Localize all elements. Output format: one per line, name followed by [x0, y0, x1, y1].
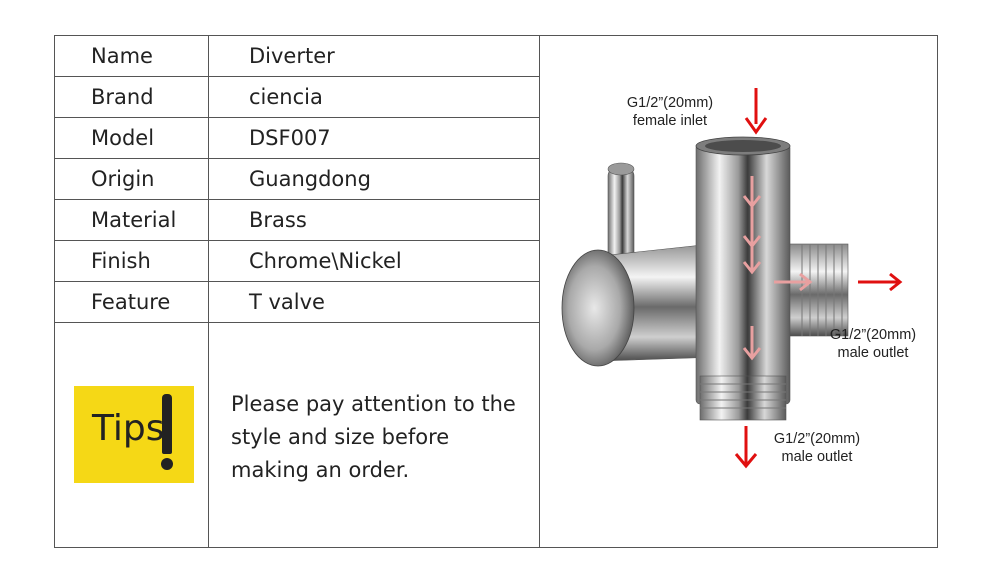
spec-key: Model — [91, 126, 155, 150]
spec-value: Brass — [249, 208, 307, 232]
row-divider — [55, 199, 539, 200]
column-divider-left — [208, 36, 209, 547]
row-divider — [55, 158, 539, 159]
main-body — [695, 143, 791, 405]
spec-key: Finish — [91, 249, 151, 273]
spec-value: T valve — [249, 290, 325, 314]
column-divider-right — [539, 36, 540, 547]
spec-row-brand: Brand ciencia — [55, 77, 539, 117]
side-outlet-type: male outlet — [837, 345, 909, 361]
product-diagram: G1/2”(20mm) female inlet G1/2”(20mm) mal… — [540, 36, 938, 547]
spec-sheet: Name Diverter Brand ciencia Model DSF007… — [54, 35, 938, 548]
inlet-type: female inlet — [632, 113, 708, 129]
internal-flow-arrow-icon — [742, 176, 813, 361]
bottom-outlet-arrow-icon — [734, 426, 758, 469]
row-divider — [55, 117, 539, 118]
side-outlet-size: G1/2”(20mm) — [829, 327, 917, 343]
row-divider — [55, 240, 539, 241]
spec-row-model: Model DSF007 — [55, 118, 539, 158]
row-divider — [55, 281, 539, 282]
spec-row-origin: Origin Guangdong — [55, 159, 539, 199]
bottom-outlet-label: G1/2”(20mm) male outlet — [754, 430, 880, 466]
exclamation-icon — [162, 394, 172, 454]
bottom-outlet-size: G1/2”(20mm) — [773, 431, 861, 447]
tips-message: Please pay attention to the style and si… — [231, 392, 516, 482]
spec-value: Guangdong — [249, 167, 371, 191]
exclamation-dot-icon — [161, 458, 173, 470]
control-knob — [561, 249, 635, 367]
diverter-valve-illustration — [561, 88, 903, 469]
side-outlet-arrow-icon — [858, 272, 903, 292]
spec-row-material: Material Brass — [55, 200, 539, 240]
side-outlet-thread — [789, 243, 849, 337]
side-outlet-label: G1/2”(20mm) male outlet — [810, 326, 936, 362]
tips-badge: Tips — [74, 386, 194, 483]
spec-value: DSF007 — [249, 126, 331, 150]
spec-row-name: Name Diverter — [55, 36, 539, 76]
bottom-outlet-thread — [699, 375, 787, 421]
spec-key: Feature — [91, 290, 171, 314]
tips-word: Tips — [92, 408, 165, 449]
spec-row-finish: Finish Chrome\Nickel — [55, 241, 539, 281]
row-divider — [55, 76, 539, 77]
inlet-arrow-icon — [744, 88, 768, 135]
bottom-outlet-type: male outlet — [781, 449, 853, 465]
spec-row-feature: Feature T valve — [55, 282, 539, 322]
spec-value: Chrome\Nickel — [249, 249, 402, 273]
spec-key: Brand — [91, 85, 154, 109]
inlet-size: G1/2”(20mm) — [626, 95, 714, 111]
row-divider — [55, 322, 539, 323]
spec-key: Material — [91, 208, 177, 232]
spec-key: Name — [91, 44, 153, 68]
lever-handle — [607, 167, 635, 261]
inlet-label: G1/2”(20mm) female inlet — [600, 94, 740, 130]
spec-key: Origin — [91, 167, 155, 191]
lever-top — [607, 162, 635, 176]
spec-value: ciencia — [249, 85, 323, 109]
spec-value: Diverter — [249, 44, 335, 68]
